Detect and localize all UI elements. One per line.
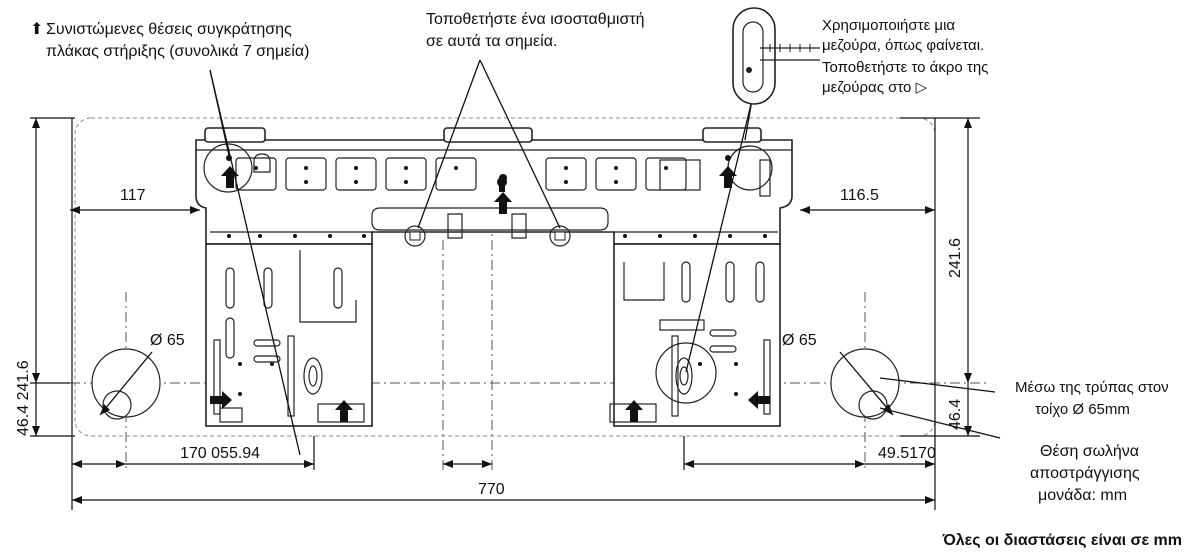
- drain-label-1: Θέση σωλήνα: [1040, 443, 1139, 460]
- dim-bottom-right: 49.5170: [878, 445, 936, 462]
- tape-measure-icon: [732, 7, 820, 105]
- dim-bottom-left: 170 055.94: [180, 445, 260, 462]
- wall-hole-label-2: τοίχο Ø 65mm: [1035, 401, 1130, 418]
- dim-total-width: 770: [478, 481, 505, 498]
- fixing-points-label-2: πλάκας στήριξης (συνολικά 7 σημεία): [46, 43, 309, 60]
- dim-right-hole-diameter: Ø 65: [782, 332, 817, 349]
- tape-label-2: μεζούρα, όπως φαίνεται.: [822, 37, 984, 54]
- dim-right-offset: 116.5: [840, 187, 879, 204]
- drain-label-3: μονάδα: mm: [1038, 487, 1127, 504]
- drain-label-2: αποστράγγισης: [1030, 465, 1140, 482]
- level-point-icon: [549, 225, 571, 247]
- left-drain-pipe: [102, 390, 132, 420]
- level-label-1: Τοποθετήστε ένα ισοσταθμιστή: [426, 11, 645, 28]
- dim-left-offset: 117: [120, 187, 146, 204]
- mounting-plate: [195, 127, 793, 427]
- tape-label-3: Τοποθετήστε το άκρο της: [822, 59, 988, 76]
- dimension-lines: [30, 117, 980, 510]
- fixing-points-arrow-icon: ⬆: [30, 21, 43, 38]
- tape-label-4: μεζούρας στο ▷: [822, 79, 928, 96]
- level-point-icon: [404, 225, 426, 247]
- level-label-2: σε αυτά τα σημεία.: [426, 33, 557, 50]
- tape-label-1: Χρησιμοποιήστε μια: [822, 17, 955, 34]
- dim-right-bottom: 46.4: [947, 399, 964, 430]
- dim-left-height: 46.4 241.6: [15, 360, 32, 436]
- fixing-points-label-1: Συνιστώμενες θέσεις συγκράτησης: [46, 21, 292, 38]
- wall-hole-label-1: Μέσω της τρύπας στον: [1015, 379, 1169, 396]
- footer-note: Όλες οι διαστάσεις είναι σε mm: [942, 532, 1182, 549]
- dim-right-height: 241.6: [947, 238, 964, 278]
- dim-left-hole-diameter: Ø 65: [150, 332, 185, 349]
